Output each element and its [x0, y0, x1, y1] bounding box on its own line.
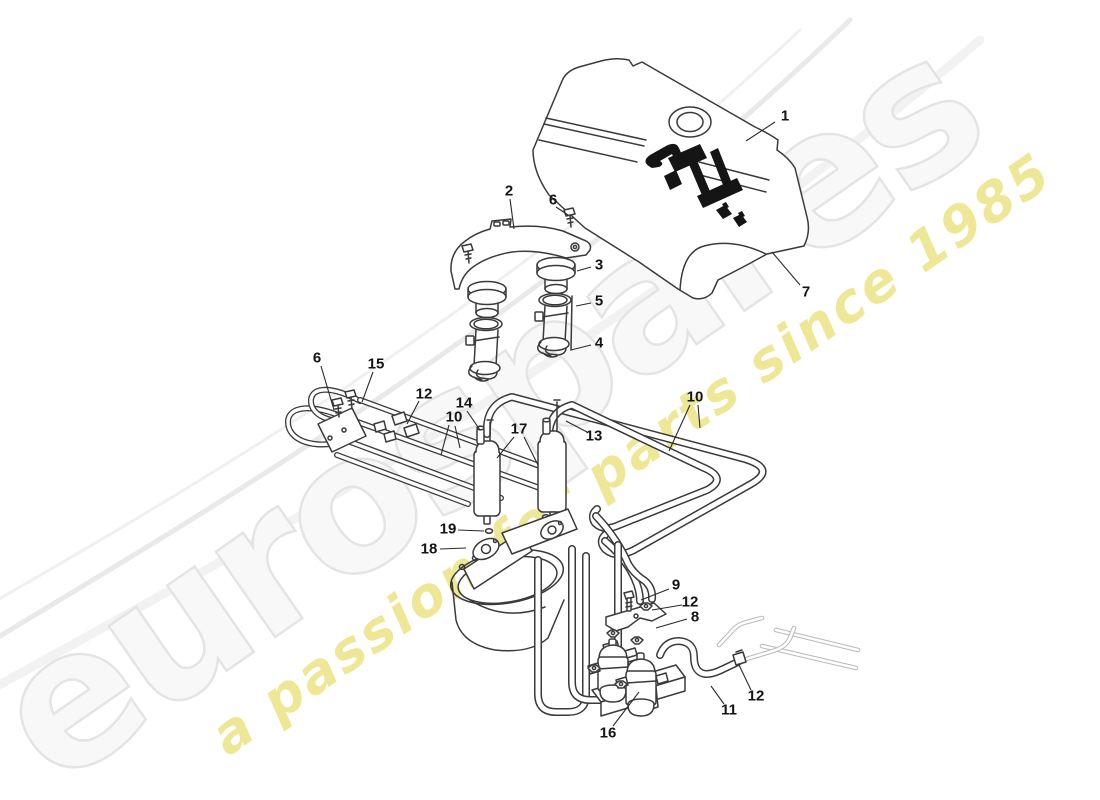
leader-line — [745, 121, 776, 142]
inline-pump-right-drawing — [537, 399, 567, 521]
part-label-12: 12 — [748, 688, 765, 705]
leader-line — [668, 404, 691, 452]
pump-hanger-right-drawing — [534, 256, 576, 358]
hose-clamp-icon — [403, 423, 420, 438]
part-label-18: 18 — [421, 541, 438, 558]
part-label-1: 1 — [781, 108, 789, 125]
part-label-10: 10 — [446, 409, 463, 426]
heat-shield-drawing — [463, 508, 578, 590]
hose-clamp-icon — [391, 411, 408, 426]
leader-line — [361, 371, 374, 403]
hose-clip-icons — [716, 202, 747, 227]
part-label-12: 12 — [682, 594, 699, 611]
leader-line — [509, 198, 515, 230]
leader-line — [439, 547, 467, 550]
part-label-4: 4 — [595, 335, 604, 352]
mounting-bracket-drawing — [450, 207, 592, 290]
leader-line — [440, 424, 450, 456]
part-label-15: 15 — [368, 356, 385, 373]
part-label-6: 6 — [549, 192, 557, 209]
part-label-17: 17 — [511, 421, 528, 438]
leader-line — [575, 302, 592, 307]
leader-line — [640, 588, 670, 601]
washer-19-icon — [484, 528, 494, 534]
leader-line — [771, 251, 801, 286]
wing-nut-icon — [630, 636, 644, 645]
bolt-9-icon — [623, 590, 635, 612]
part-label-8: 8 — [691, 609, 699, 626]
fuel-tank-drawing — [532, 57, 810, 300]
leader-line — [523, 436, 539, 466]
leader-line — [454, 425, 461, 449]
hose-clamp-icon — [732, 651, 747, 666]
hanger-rod — [570, 295, 573, 351]
part-label-16: 16 — [600, 725, 617, 742]
outlet-hose-drawing — [660, 641, 747, 674]
part-label-10: 10 — [687, 389, 704, 406]
part-label-14: 14 — [456, 395, 473, 412]
part-label-12: 12 — [416, 386, 433, 403]
filler-neck — [668, 106, 712, 138]
part-label-7: 7 — [802, 284, 810, 301]
part-label-19: 19 — [440, 521, 457, 538]
part-label-6: 6 — [313, 350, 321, 367]
inline-pump-left-drawing — [473, 419, 501, 525]
leader-line — [697, 404, 701, 429]
fuel-pump-pair-drawing — [587, 638, 686, 717]
part-label-2: 2 — [505, 183, 513, 200]
leader-line — [738, 664, 752, 691]
leader-line — [570, 344, 592, 351]
leader-line — [565, 420, 588, 433]
part-label-11: 11 — [721, 702, 737, 719]
leader-line — [457, 529, 485, 532]
part-label-13: 13 — [586, 428, 603, 445]
leader-line — [710, 685, 725, 705]
pump-carrier-silhouette-icon — [645, 143, 743, 208]
pipe-bundle-drawing — [288, 390, 559, 504]
leader-line — [555, 206, 569, 216]
part-label-3: 3 — [595, 257, 603, 274]
part-label-5: 5 — [595, 293, 603, 310]
part-label-9: 9 — [672, 577, 680, 594]
leader-line — [466, 410, 481, 431]
leader-line — [320, 365, 335, 411]
leader-line — [496, 436, 515, 459]
leader-line — [576, 266, 592, 272]
leader-line — [612, 691, 640, 727]
leader-line — [655, 618, 688, 629]
leader-line — [651, 604, 683, 611]
leader-line — [406, 400, 420, 425]
